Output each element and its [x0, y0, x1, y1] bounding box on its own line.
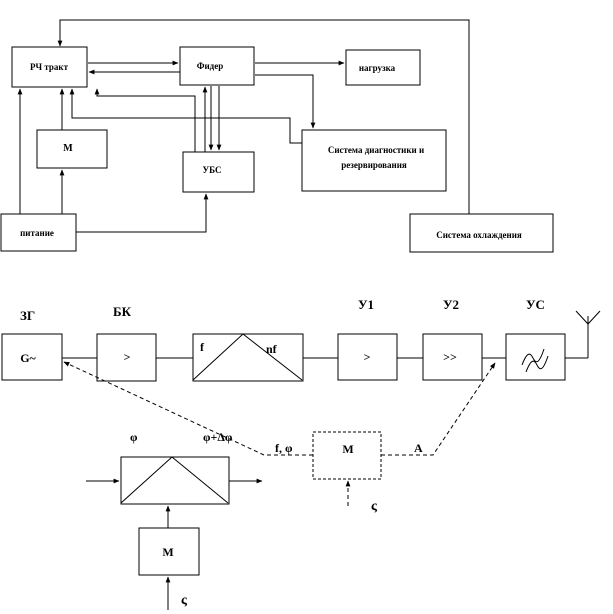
sigma-2-label: ς [181, 593, 188, 608]
zg-label: ЗГ [20, 308, 35, 323]
dashed-path-to-u2 [381, 362, 496, 456]
diagnostics-box [301, 129, 447, 192]
us-label: УС [526, 297, 545, 312]
us-sine-symbol-2 [525, 355, 549, 373]
dashed-modulator-label: М [342, 442, 353, 456]
diagnostics-label-line1: Система диагностики и [328, 145, 424, 155]
dashed-path-to-zg [63, 361, 313, 456]
u2-box-label: >> [443, 350, 457, 364]
phase-in-label: φ [130, 430, 138, 444]
feeder-box [179, 46, 255, 86]
bk-label: БК [113, 304, 132, 319]
rf-path-label: РЧ тракт [30, 62, 69, 72]
bottom-modulator-label: М [162, 545, 173, 559]
u1-box [337, 333, 398, 381]
cooling-box [409, 213, 554, 253]
antenna-icon [575, 310, 601, 358]
diagnostics-to-rf-arrow [69, 88, 302, 144]
multiplier-box [192, 333, 304, 382]
load-label: нагрузка [359, 63, 396, 73]
us-sine-symbol-1 [521, 348, 545, 366]
multiplier-triangle [192, 333, 303, 381]
multiplier-in-label: f [200, 340, 205, 354]
power-label: питание [20, 228, 54, 238]
feeder-to-diagnostics-arrow [255, 74, 316, 129]
u2-label: У2 [443, 297, 459, 312]
phase-out-label: φ+Δφ [203, 430, 233, 444]
bottom-modulator-box [138, 527, 200, 576]
ubs-box [182, 151, 255, 193]
sigma-1-label: ς [371, 499, 378, 514]
f-phi-label: f, φ [275, 441, 293, 455]
phase-modulator-triangle [120, 456, 229, 504]
rf-path-box [11, 46, 88, 88]
a-label: A [414, 441, 423, 455]
bk-box [96, 333, 157, 382]
u1-label: У1 [358, 297, 374, 312]
diagnostics-label-line2: резервирования [341, 160, 407, 170]
power-to-ubs-arrow [76, 193, 209, 233]
u1-box-label: > [364, 350, 371, 364]
bk-box-label: > [124, 350, 131, 364]
load-box [345, 49, 421, 86]
u2-box [422, 333, 483, 381]
cooling-label: Система охлаждения [436, 230, 522, 240]
phase-modulator-box [120, 456, 230, 505]
zg-box-label: G~ [20, 351, 36, 365]
modulator-box [36, 129, 108, 169]
power-box [0, 213, 77, 252]
ubs-to-rf-arrow [94, 88, 196, 152]
feeder-label: Фидер [197, 61, 223, 71]
zg-box [1, 333, 63, 381]
cooling-to-rf-arrow [57, 19, 470, 214]
ubs-label: УБС [203, 165, 222, 175]
modulator-label: М [63, 143, 73, 154]
dashed-modulator-box [312, 431, 382, 480]
multiplier-out-label: nf [266, 342, 278, 356]
us-box [505, 333, 566, 381]
